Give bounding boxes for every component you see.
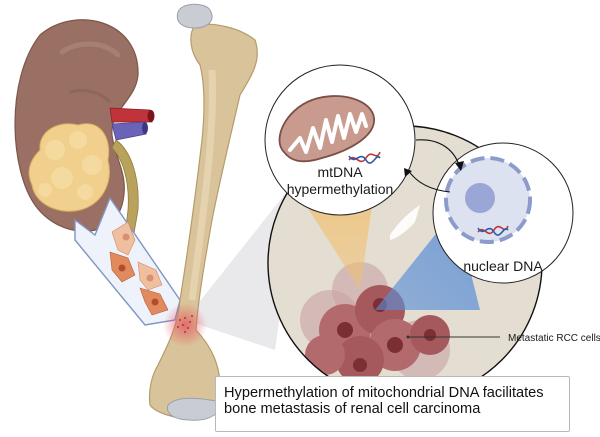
caption-box: Hypermethylation of mitochondrial DNA fa…: [215, 376, 570, 432]
nucleus-to-mito-arrow: [407, 169, 451, 193]
renal-artery: [109, 107, 153, 123]
rcc-cell: [109, 251, 136, 283]
femoral-head-cartilage: [176, 3, 213, 29]
beam-highlight: [390, 205, 420, 240]
kidney-highlight: [59, 41, 121, 58]
nuclear-dna-helix-icon: [477, 225, 509, 236]
arrowhead: [404, 168, 412, 177]
mtdna-label-line2: hypermethylation: [287, 181, 394, 197]
metastatic-cell-cluster: [300, 262, 450, 384]
leader-dot: [406, 335, 410, 339]
rcc-cell: [111, 221, 136, 256]
kidney: [14, 19, 155, 246]
nucleus-circle: nuclear DNA: [432, 142, 574, 284]
vein-opening: [142, 122, 148, 134]
nucleolus: [465, 183, 495, 213]
cell-migration-arrow: [74, 196, 181, 326]
crosstalk-arrows: [404, 139, 464, 193]
kidney-tumor: [28, 123, 110, 212]
artery-opening: [147, 110, 155, 122]
magnification-cone: [185, 175, 300, 350]
bone-highlight: [188, 69, 217, 301]
metastasis-site-glow: [163, 303, 207, 347]
mitochondrion-icon: [278, 95, 375, 163]
arrowhead: [455, 161, 464, 171]
mitochondria-circle: mtDNA hypermethylation: [264, 64, 416, 216]
femur-bone: [148, 3, 258, 421]
dna-helix-icon: [348, 151, 381, 164]
renal-vein: [111, 121, 147, 141]
caption-text: Hypermethylation of mitochondrial DNA fa…: [224, 385, 544, 417]
mtdna-label-line1: mtDNA: [317, 164, 363, 180]
distal-cartilage: [166, 397, 223, 421]
metastatic-cells-label: Metastatic RCC cells: [508, 333, 600, 344]
rcc-cell: [139, 287, 169, 316]
nuclear-dna-label: nuclear DNA: [463, 258, 543, 274]
kidney-crease: [69, 88, 112, 104]
rcc-cell: [137, 261, 163, 291]
metastasis-dots: [177, 315, 193, 333]
